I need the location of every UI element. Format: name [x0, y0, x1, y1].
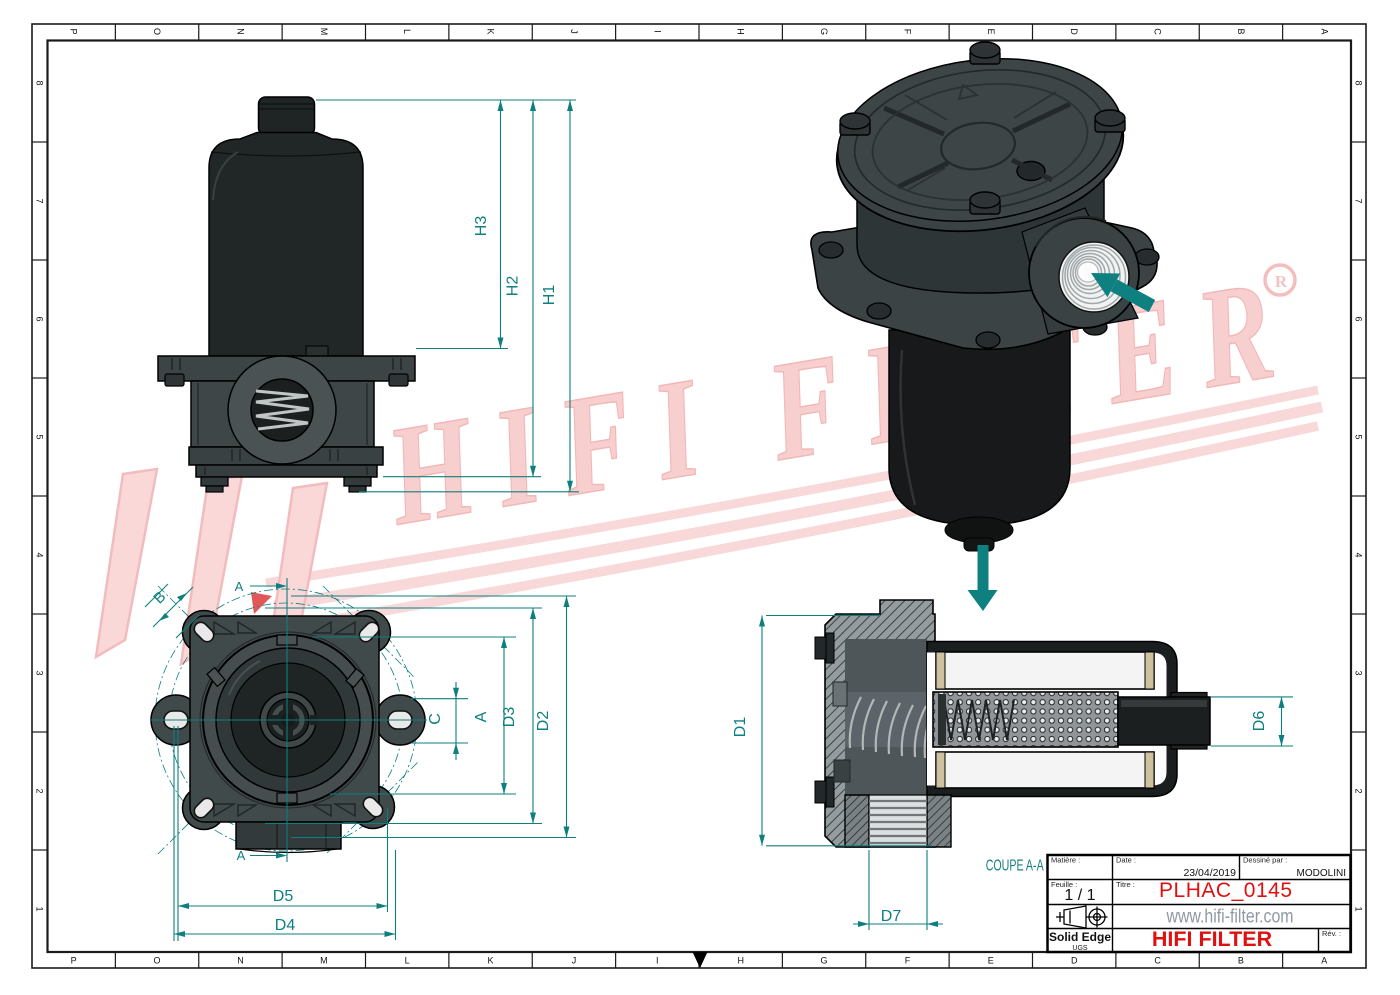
svg-text:H2: H2 — [505, 276, 522, 297]
svg-text:Dessiné par :: Dessiné par : — [1243, 856, 1287, 865]
svg-text:Date :: Date : — [1116, 856, 1136, 865]
svg-text:D2: D2 — [535, 711, 552, 732]
svg-text:3: 3 — [1354, 670, 1364, 675]
svg-text:D5: D5 — [273, 888, 294, 905]
svg-text:J: J — [572, 956, 577, 966]
svg-text:P: P — [71, 956, 77, 966]
svg-text:R: R — [1275, 272, 1288, 291]
svg-text:K: K — [486, 28, 496, 34]
svg-text:H: H — [737, 956, 744, 966]
svg-text:G: G — [821, 956, 828, 966]
svg-text:A: A — [237, 848, 246, 863]
svg-text:F: F — [902, 29, 912, 35]
svg-text:B: B — [150, 588, 169, 607]
svg-text:D4: D4 — [275, 917, 296, 934]
svg-text:C: C — [1154, 956, 1161, 966]
svg-text:B: B — [1238, 956, 1244, 966]
svg-text:F: F — [905, 956, 911, 966]
svg-text:8: 8 — [1354, 80, 1364, 85]
svg-text:H3: H3 — [473, 216, 490, 237]
svg-text:O: O — [152, 28, 162, 35]
svg-text:O: O — [154, 956, 161, 966]
svg-text:D: D — [1071, 956, 1078, 966]
svg-text:6: 6 — [1354, 316, 1364, 321]
svg-text:www.hifi-filter.com: www.hifi-filter.com — [1166, 907, 1294, 928]
svg-text:A: A — [473, 711, 490, 722]
svg-text:D6: D6 — [1251, 711, 1268, 732]
svg-text:3: 3 — [35, 670, 45, 675]
svg-text:4: 4 — [1354, 552, 1364, 557]
svg-text:A: A — [1321, 956, 1327, 966]
svg-text:Matière :: Matière : — [1051, 856, 1080, 865]
svg-text:N: N — [237, 956, 244, 966]
svg-text:Solid Edge: Solid Edge — [1049, 930, 1111, 944]
svg-text:1 / 1: 1 / 1 — [1064, 887, 1095, 904]
svg-text:Rév. :: Rév. : — [1322, 929, 1341, 938]
svg-text:Titre :: Titre : — [1116, 880, 1135, 889]
svg-text:HIFI FILTER: HIFI FILTER — [1152, 927, 1273, 951]
svg-text:1: 1 — [35, 906, 45, 911]
svg-text:MODOLINI: MODOLINI — [1297, 868, 1346, 879]
svg-text:N: N — [235, 28, 245, 35]
svg-text:D1: D1 — [732, 717, 749, 738]
svg-text:D: D — [1069, 28, 1079, 35]
svg-text:H1: H1 — [541, 285, 558, 306]
svg-text:H: H — [736, 28, 746, 35]
svg-text:G: G — [819, 28, 829, 35]
svg-text:PLHAC_0145: PLHAC_0145 — [1159, 879, 1292, 902]
svg-text:UGS: UGS — [1072, 945, 1088, 952]
svg-text:B: B — [1236, 28, 1246, 34]
svg-text:P: P — [69, 28, 79, 34]
svg-text:L: L — [405, 956, 410, 966]
svg-text:5: 5 — [35, 434, 45, 439]
svg-text:23/04/2019: 23/04/2019 — [1183, 867, 1236, 879]
svg-text:7: 7 — [1354, 198, 1364, 203]
svg-text:C: C — [1153, 28, 1163, 35]
svg-text:Feuille :: Feuille : — [1051, 880, 1077, 889]
svg-text:7: 7 — [35, 198, 45, 203]
svg-text:I: I — [656, 956, 659, 966]
svg-text:C: C — [427, 713, 444, 725]
svg-text:COUPE A-A: COUPE A-A — [986, 858, 1044, 875]
svg-text:J: J — [569, 29, 579, 34]
svg-text:D3: D3 — [501, 707, 518, 728]
svg-text:E: E — [988, 956, 994, 966]
svg-text:E: E — [986, 28, 996, 34]
svg-text:2: 2 — [1354, 788, 1364, 793]
svg-text:5: 5 — [1354, 434, 1364, 439]
svg-text:M: M — [319, 28, 329, 36]
svg-text:A: A — [1319, 28, 1329, 34]
svg-text:K: K — [488, 956, 494, 966]
svg-text:M: M — [320, 956, 328, 966]
svg-text:6: 6 — [35, 316, 45, 321]
svg-text:2: 2 — [35, 788, 45, 793]
svg-text:L: L — [402, 29, 412, 34]
svg-text:A: A — [235, 579, 244, 594]
svg-text:D7: D7 — [881, 908, 902, 925]
svg-text:I: I — [652, 30, 662, 33]
svg-text:8: 8 — [35, 80, 45, 85]
svg-text:1: 1 — [1354, 906, 1364, 911]
svg-text:4: 4 — [35, 552, 45, 557]
